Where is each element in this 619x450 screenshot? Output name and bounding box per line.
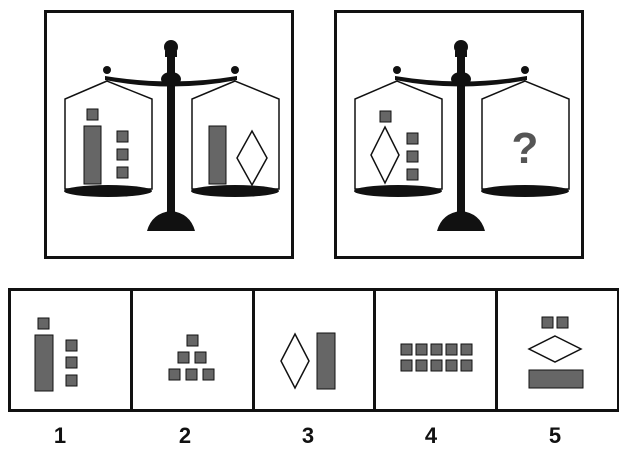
balance-scale-left (47, 13, 291, 256)
option-1[interactable] (11, 291, 133, 409)
option-2[interactable] (133, 291, 255, 409)
option-number-2: 2 (165, 423, 205, 449)
option-3[interactable] (255, 291, 377, 409)
option-number-1: 1 (40, 423, 80, 449)
option-number-4: 4 (411, 423, 451, 449)
option-number-5: 5 (535, 423, 575, 449)
balance-panel-left (44, 10, 294, 259)
option-4[interactable] (376, 291, 498, 409)
option-1-shapes (11, 291, 131, 409)
balance-panel-right: ? (334, 10, 584, 259)
answer-options (8, 288, 619, 412)
left-pan-shapes (84, 109, 128, 184)
option-3-shapes (255, 291, 375, 409)
balance-scale-right: ? (337, 13, 581, 256)
right-pan-shapes (209, 126, 267, 185)
option-2-shapes (133, 291, 253, 409)
left-pan-shapes (371, 111, 418, 183)
option-number-3: 3 (288, 423, 328, 449)
question-mark: ? (512, 124, 539, 173)
option-5-shapes (498, 291, 618, 409)
option-4-shapes (376, 291, 496, 409)
option-5[interactable] (498, 291, 617, 409)
